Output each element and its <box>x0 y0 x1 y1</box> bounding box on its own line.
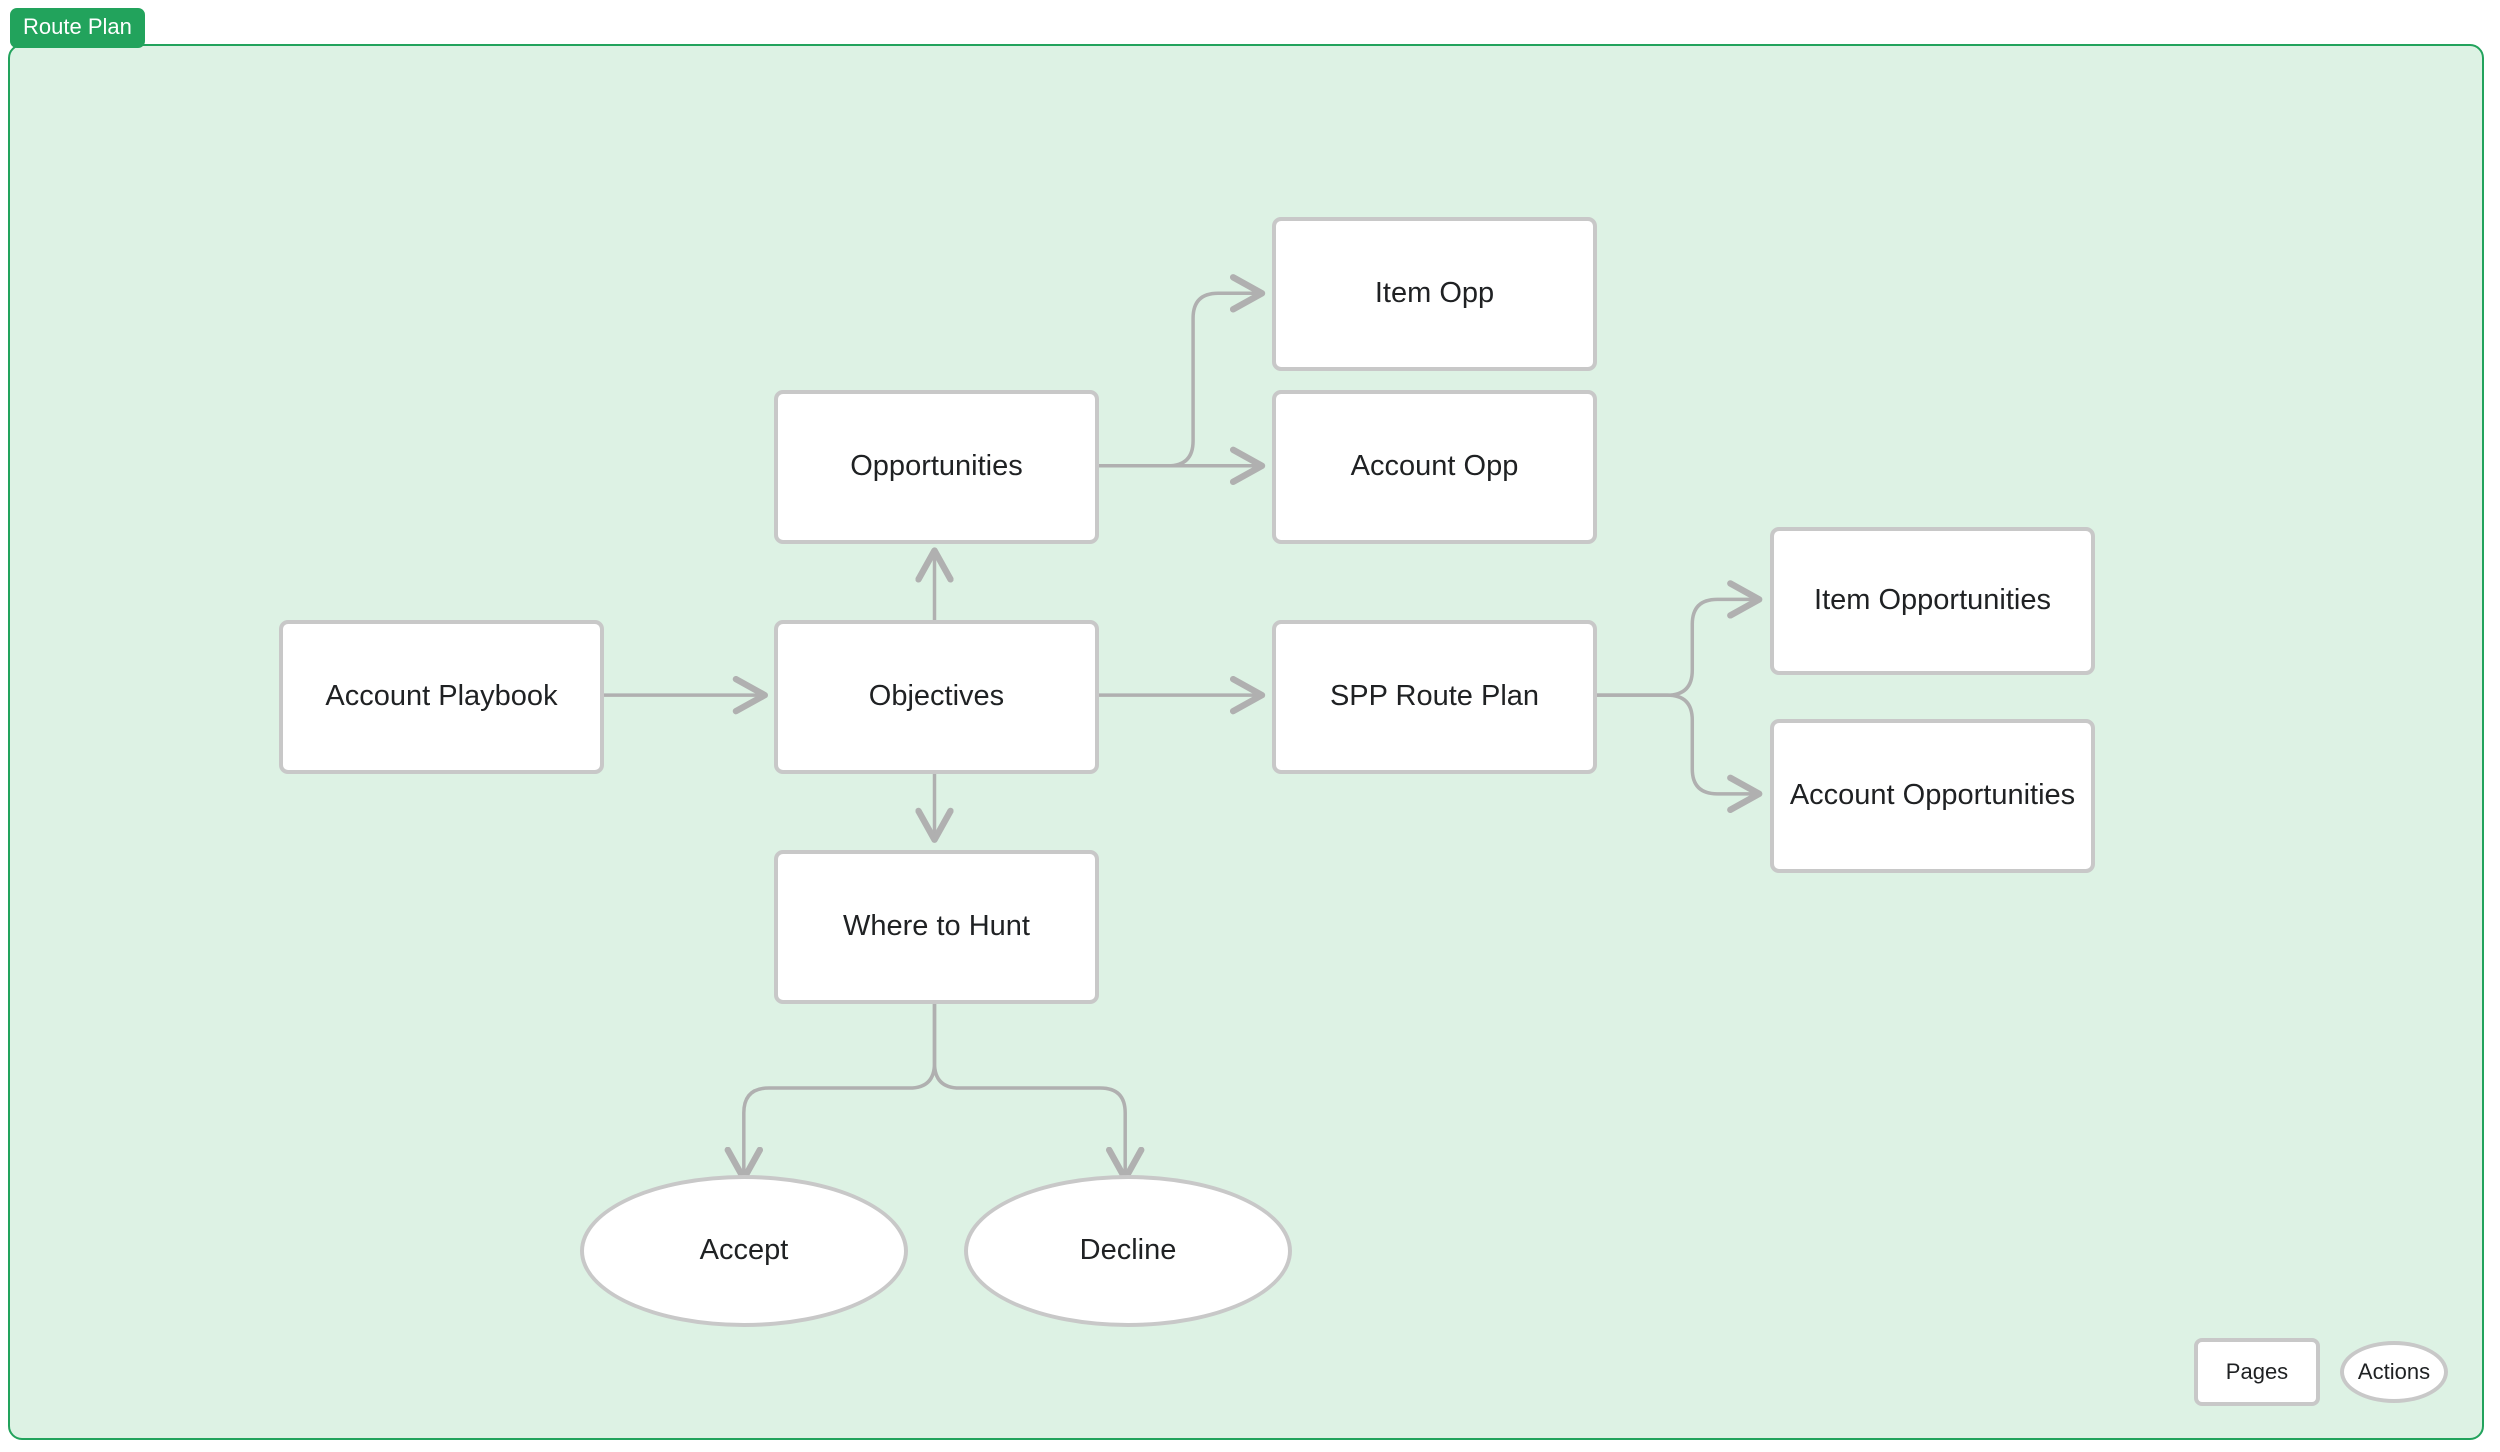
node-decline[interactable]: Decline <box>964 1175 1292 1327</box>
edge-spp-account-opportunities <box>1592 693 1763 814</box>
node-label: Item Opportunities <box>1814 584 2051 617</box>
node-label: Account Opp <box>1350 450 1519 483</box>
node-label: Account Opportunities <box>1789 779 2076 812</box>
edge-opportunities-item-opp <box>1095 274 1266 468</box>
canvas-controls: Pages Actions <box>2194 1338 2448 1406</box>
node-account-opportunities[interactable]: Account Opportunities <box>1770 719 2095 873</box>
edge-spp-item-opportunities <box>1592 580 1763 697</box>
node-label: Where to Hunt <box>843 910 1030 943</box>
node-label: Account Playbook <box>325 680 558 713</box>
node-item-opportunities[interactable]: Item Opportunities <box>1770 527 2095 675</box>
pages-button[interactable]: Pages <box>2194 1338 2320 1406</box>
node-label: SPP Route Plan <box>1329 680 1540 713</box>
node-item-opp[interactable]: Item Opp <box>1272 217 1597 371</box>
node-account-opp[interactable]: Account Opp <box>1272 390 1597 544</box>
node-spp-route-plan[interactable]: SPP Route Plan <box>1272 620 1597 774</box>
diagram-canvas[interactable]: Account Playbook Objectives Opportunitie… <box>8 44 2484 1440</box>
node-label: Objectives <box>868 680 1005 713</box>
edge-where-to-hunt-accept <box>724 1001 937 1182</box>
node-accept[interactable]: Accept <box>580 1175 908 1327</box>
edge-where-to-hunt-decline <box>932 1001 1145 1182</box>
node-label: Decline <box>1079 1234 1177 1267</box>
node-objectives[interactable]: Objectives <box>774 620 1099 774</box>
node-label: Opportunities <box>850 450 1023 483</box>
node-label: Item Opp <box>1374 277 1495 310</box>
node-opportunities[interactable]: Opportunities <box>774 390 1099 544</box>
node-label: Accept <box>699 1234 789 1267</box>
page-title: Route Plan <box>10 8 145 48</box>
node-where-to-hunt[interactable]: Where to Hunt <box>774 850 1099 1004</box>
actions-button[interactable]: Actions <box>2340 1341 2448 1403</box>
node-account-playbook[interactable]: Account Playbook <box>279 620 604 774</box>
